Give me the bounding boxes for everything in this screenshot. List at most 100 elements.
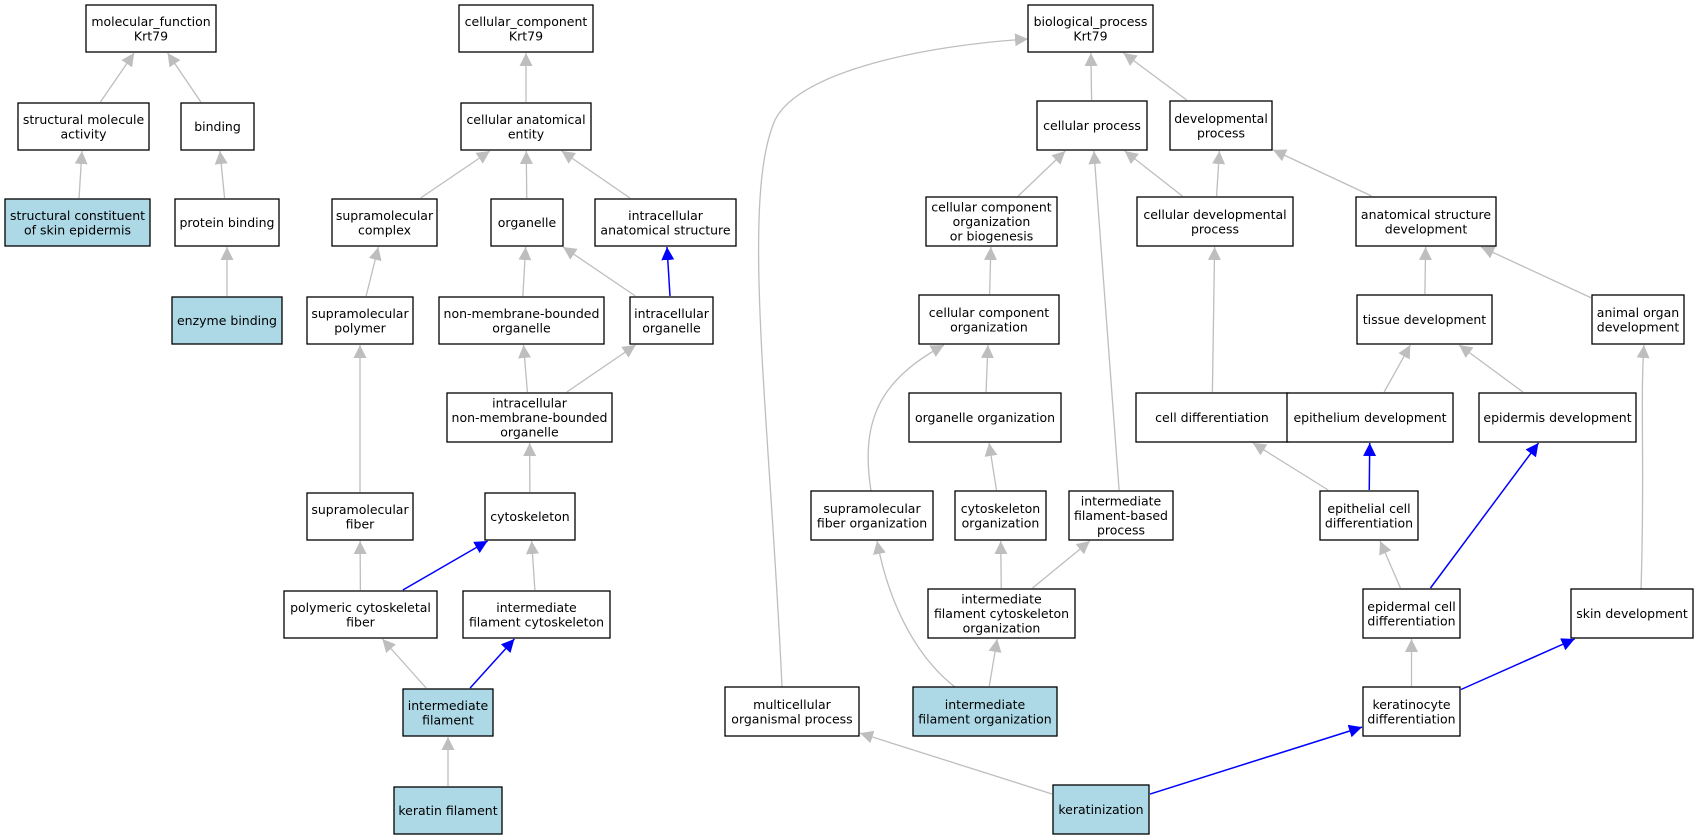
node-binding[interactable]: binding [180,102,255,151]
node-label-line: fiber [346,614,375,629]
node-label-line: skin development [1576,606,1688,621]
edge-ker-to-kd [1149,724,1363,795]
node-label-line: intracellular [628,208,704,223]
node-box [1286,392,1454,443]
node-label-line: polymeric cytoskeletal [290,600,431,615]
node-label-line: keratinocyte [1372,697,1450,712]
node-label-line: fiber [346,516,375,531]
node-box [927,588,1076,639]
node-label-line: organelle [492,320,551,335]
node-eb[interactable]: enzyme binding [171,296,283,345]
node-box [908,392,1062,443]
node-epd[interactable]: epidermis development [1478,392,1637,443]
node-cyto[interactable]: cytoskeleton [484,492,576,541]
node-label-line: organization [962,515,1040,530]
edge-td-to-asd [1418,246,1432,295]
node-cd[interactable]: cell differentiation [1135,392,1289,443]
node-label-line: anatomical structure [600,222,730,237]
edge-ker-to-mop [859,730,1053,795]
node-label-line: complex [358,222,411,237]
node-label-line: organization [953,214,1031,229]
node-label-line: organelle [500,425,559,440]
node-label-line: cellular component [931,200,1051,215]
node-cp[interactable]: cellular process [1036,100,1148,151]
node-td[interactable]: tissue development [1356,294,1493,345]
node-box [1136,196,1294,247]
node-label-line: cellular anatomical [466,112,585,127]
node-box [925,196,1058,247]
node-label-line: or biogenesis [950,229,1034,244]
edge-ifbp-to-cp [1088,150,1120,491]
node-box [460,102,592,151]
node-label-line: organization [963,621,1041,636]
node-label-line: filament-based [1074,508,1168,523]
node-label-line: organelle [498,215,557,230]
node-label-line: Krt79 [1073,28,1107,43]
node-label-line: process [1197,125,1245,140]
node-label-line: structural constituent [10,208,145,223]
node-kf[interactable]: keratin filament [393,786,503,835]
node-label-line: non-membrane-bounded [452,410,608,425]
node-org[interactable]: organelle [490,198,564,247]
edge-cd-to-cdp [1207,246,1221,393]
node-label-line: filament cytoskeleton [934,606,1069,621]
node-label-line: activity [60,126,107,141]
edge-pcf-to-cyto [402,540,489,591]
node-box [438,296,605,345]
edge-ifo-to-ifco [988,638,1002,687]
node-box [85,4,217,53]
node-inmbo[interactable]: intracellularnon-membrane-boundedorganel… [446,392,613,443]
node-label-line: supramolecular [311,502,409,517]
edge-pb-to-binding [214,150,228,199]
node-pb[interactable]: protein binding [174,198,280,247]
node-label-line: keratinization [1058,802,1143,817]
node-ker[interactable]: keratinization [1052,784,1150,835]
node-label-line: supramolecular [336,208,434,223]
node-label-line: fiber organization [817,515,927,530]
node-label-line: anatomical structure [1361,207,1491,222]
edge-ifo-to-sfo [873,540,956,688]
node-oo[interactable]: organelle organization [908,392,1062,443]
node-label-line: cellular process [1043,118,1141,133]
node-label-line: organismal process [731,711,852,726]
node-box [1027,4,1154,53]
node-label-line: organelle organization [915,410,1055,425]
edge-scse-to-sma [74,150,88,199]
node-ed[interactable]: epithelium development [1286,392,1454,443]
node-label-line: biological_process [1034,14,1148,29]
node-label-line: differentiation [1325,515,1413,530]
edge-sfo-to-cco [867,344,945,492]
edge-inmbo-to-nmbo [518,344,532,393]
node-sd[interactable]: skin development [1570,588,1694,639]
